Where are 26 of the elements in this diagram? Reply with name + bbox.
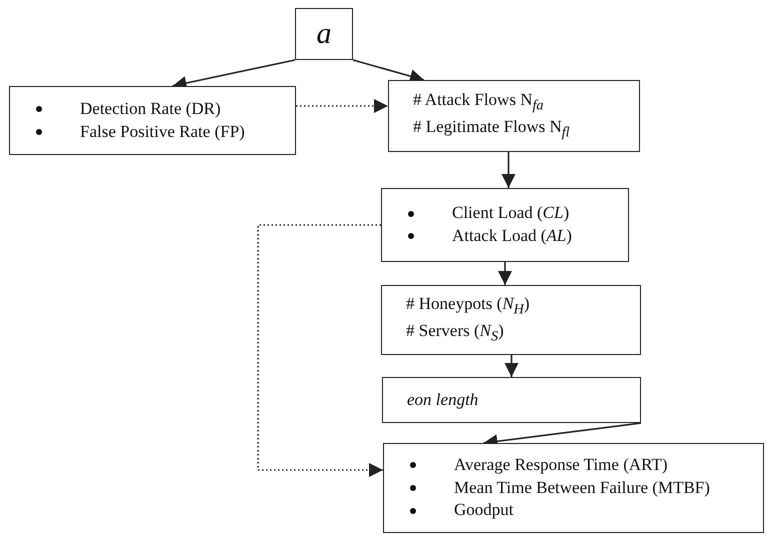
- process-box: [381, 285, 641, 355]
- list-item: Attack Load (AL): [452, 225, 572, 247]
- arrow: [502, 152, 516, 188]
- list-item: Goodput: [454, 499, 514, 522]
- process-box: [9, 86, 296, 155]
- process-box: [383, 443, 764, 533]
- text-line: # Legitimate Flows N$_{fl}$: [413, 116, 571, 142]
- text-line: # Attack Flows N$_{fa}$: [413, 89, 544, 116]
- list-item: False Positive Rate (FP): [80, 120, 245, 142]
- arrow: [498, 262, 512, 285]
- list-item: Average Response Time (ART): [454, 454, 668, 476]
- process-box: [382, 377, 641, 423]
- arrow: [504, 355, 518, 377]
- list-item: Mean Time Between Failure (MTBF): [454, 476, 710, 499]
- process-box: [295, 8, 353, 60]
- text-line: # Servers (N$_{S}$): [406, 320, 505, 346]
- list-item: Client Load (CL): [452, 202, 570, 224]
- variable-label: a: [316, 16, 332, 52]
- arrow: [296, 99, 388, 113]
- process-box: [381, 188, 629, 262]
- process-box: [388, 80, 640, 152]
- arrow: [257, 224, 383, 477]
- text-line: # Honeypots (N$_{H}$): [406, 293, 531, 320]
- arrow: [352, 59, 424, 83]
- list-item: Detection Rate (DR): [80, 98, 221, 120]
- text-line: eon length: [407, 388, 480, 411]
